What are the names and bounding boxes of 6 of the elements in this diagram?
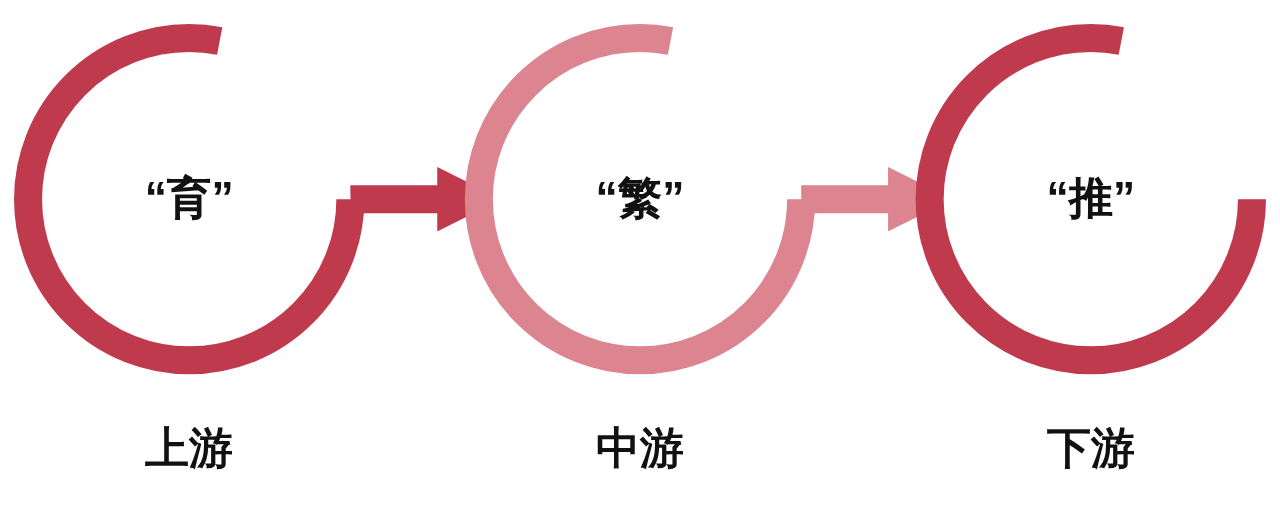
node-circle: “繁” <box>464 24 816 375</box>
stage-label: 下游 <box>1046 423 1135 473</box>
stage-label: 中游 <box>596 423 684 473</box>
node-circle: “推” <box>915 24 1266 375</box>
node-circle: “育” <box>14 24 365 375</box>
stage-label: 上游 <box>145 423 234 473</box>
